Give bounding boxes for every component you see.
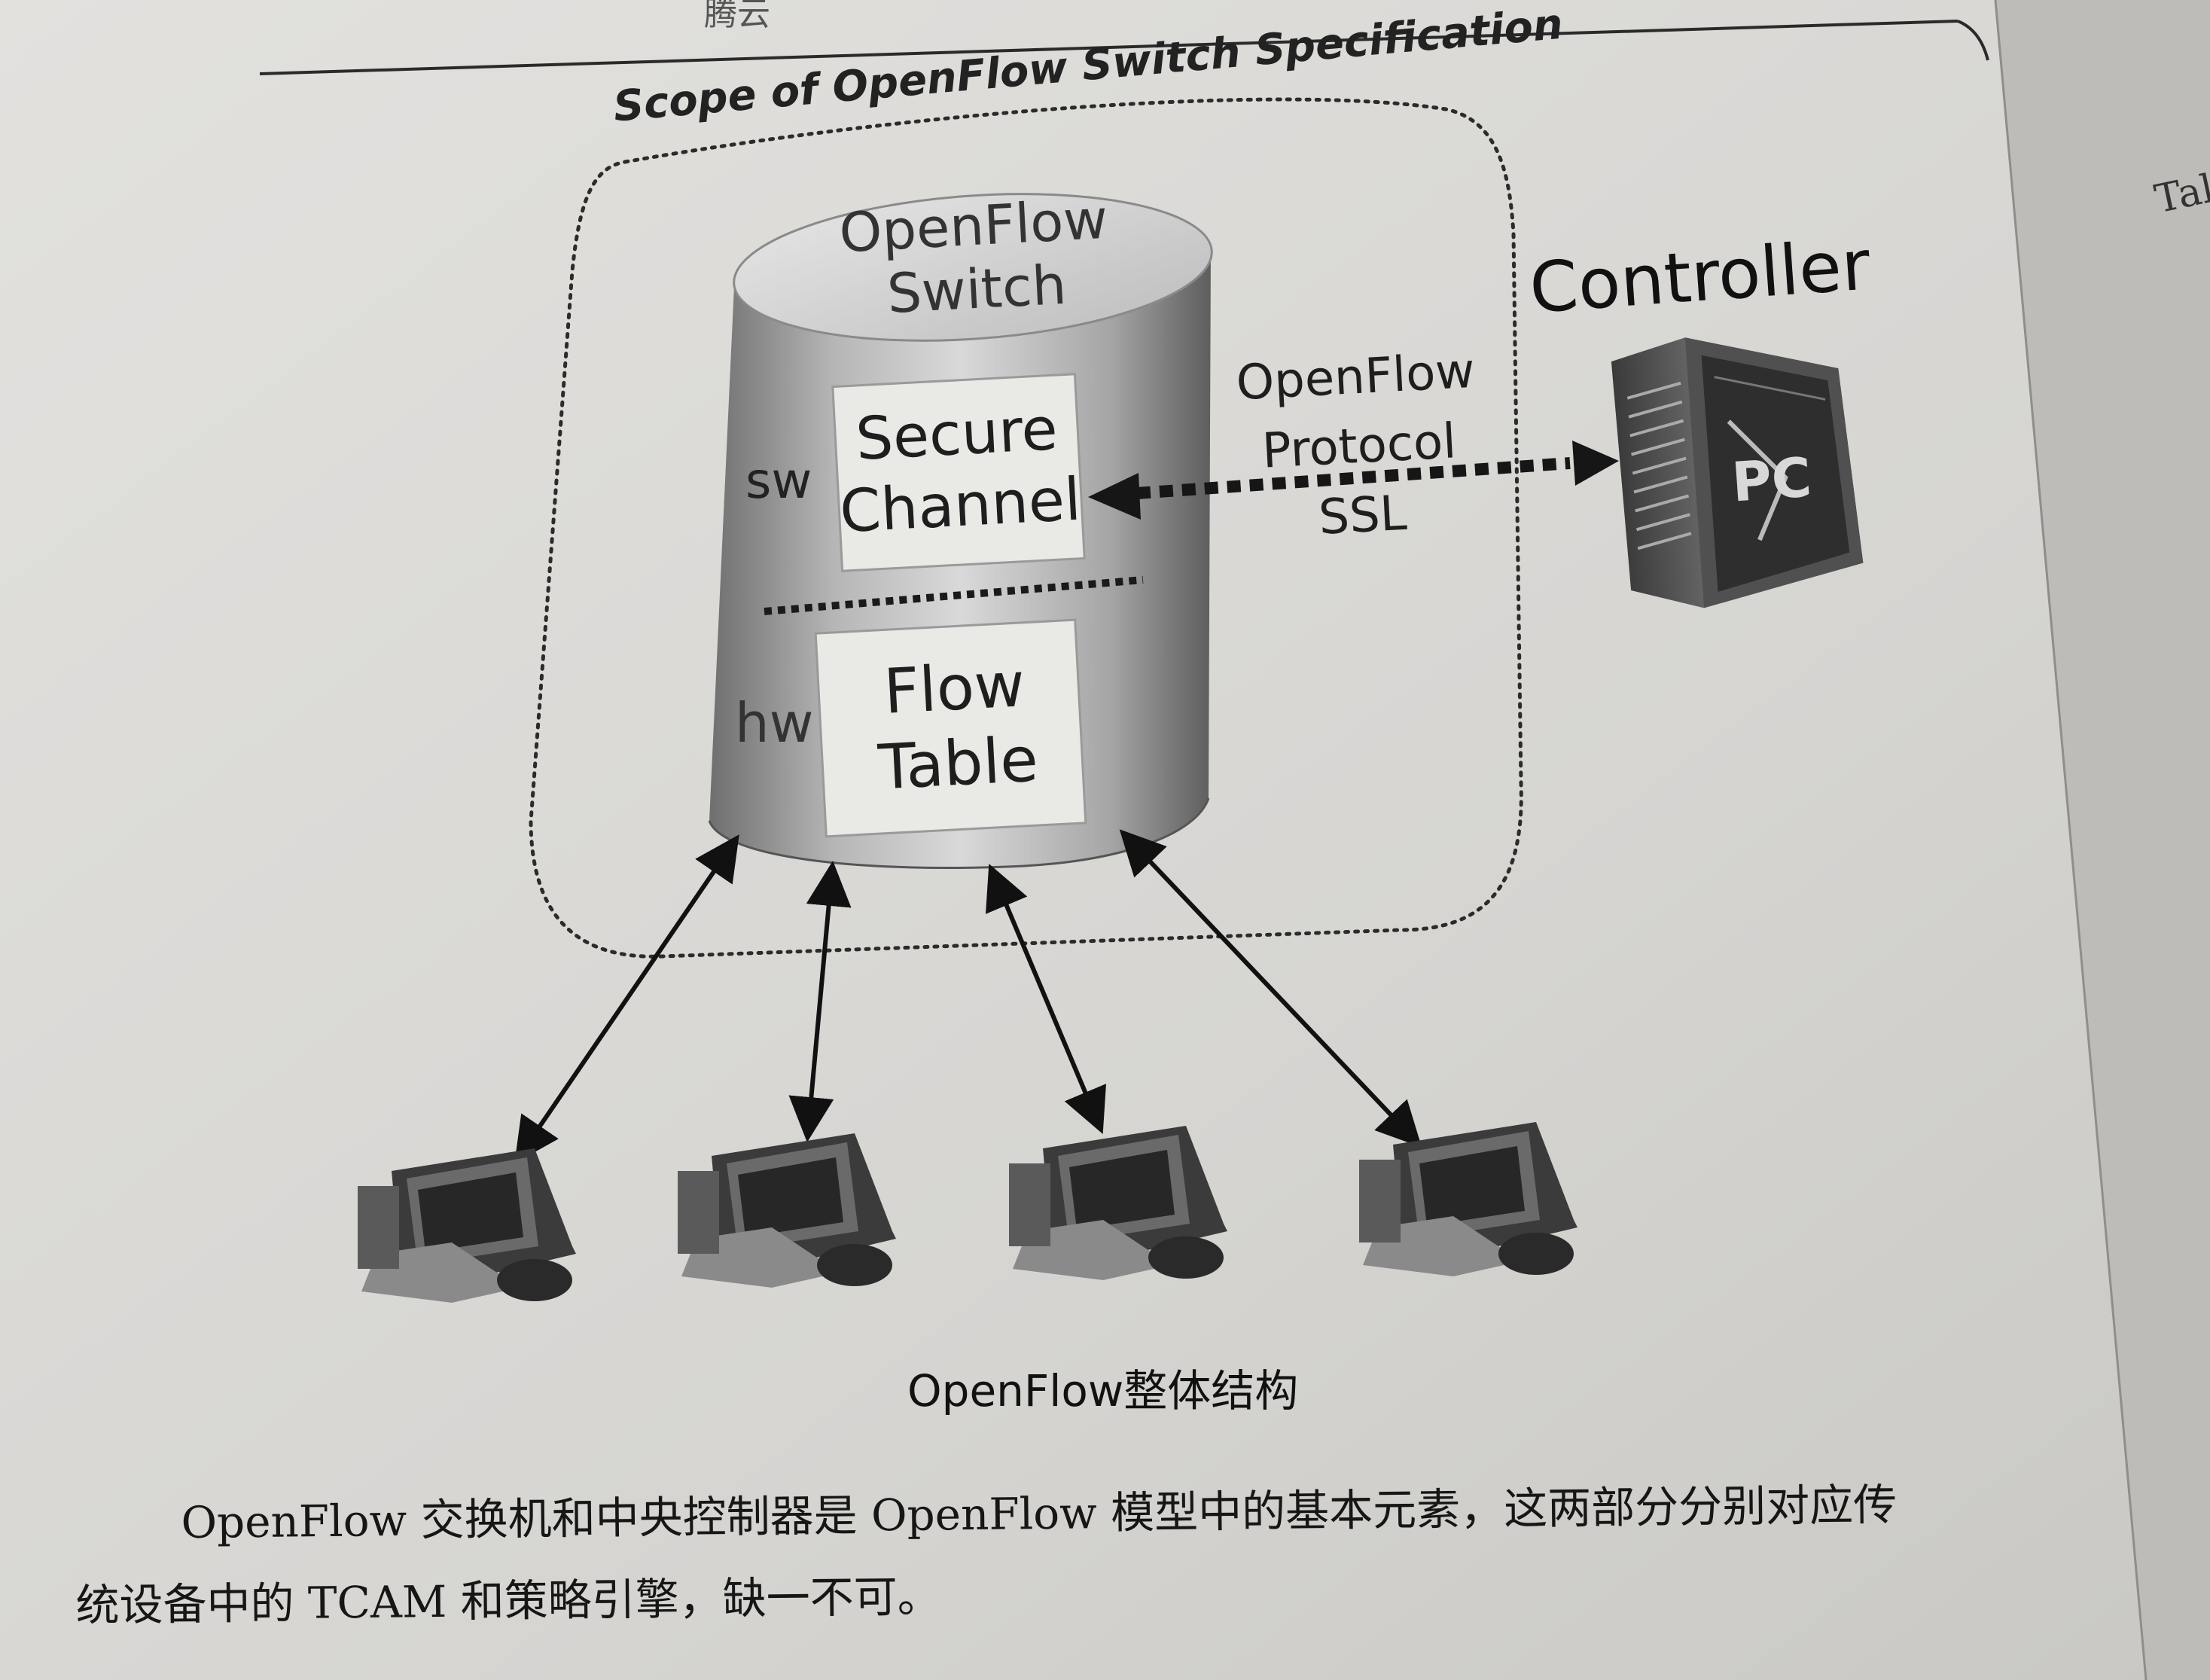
protocol-arrow [1136,457,1571,499]
host-arrows [514,829,1422,1163]
host-computer-1 [358,1148,576,1303]
controller-server [1611,337,1864,608]
switch-title: OpenFlow Switch [814,186,1136,329]
flow-table-line1: Flow [882,649,1027,728]
sw-hw-divider [764,576,1144,615]
sw-label: sw [745,452,812,510]
secure-channel-line2: Channel [838,465,1083,547]
body-paragraph-line2: 统设备中的 TCAM 和策略引擎，缺一不可。 [75,1570,942,1631]
running-head: 腾云 [704,0,770,33]
hw-label: hw [735,691,814,755]
pc-label: PC [1730,445,1814,514]
flow-table-line2: Table [876,724,1040,804]
secure-channel-label: Secure Channel [831,392,1086,548]
host-computer-2 [678,1133,896,1288]
flow-table-label: Flow Table [828,645,1084,809]
secure-channel-box [831,373,1086,572]
host-computer-3 [1009,1126,1227,1280]
header-rule [259,20,1959,75]
figure-caption: OpenFlow整体结构 [907,1365,1299,1416]
protocol-label: OpenFlow Protocol SSL [1203,335,1515,559]
flow-table-box [814,618,1087,838]
secure-channel-line1: Secure [854,395,1059,474]
host-computer-4 [1359,1122,1577,1276]
